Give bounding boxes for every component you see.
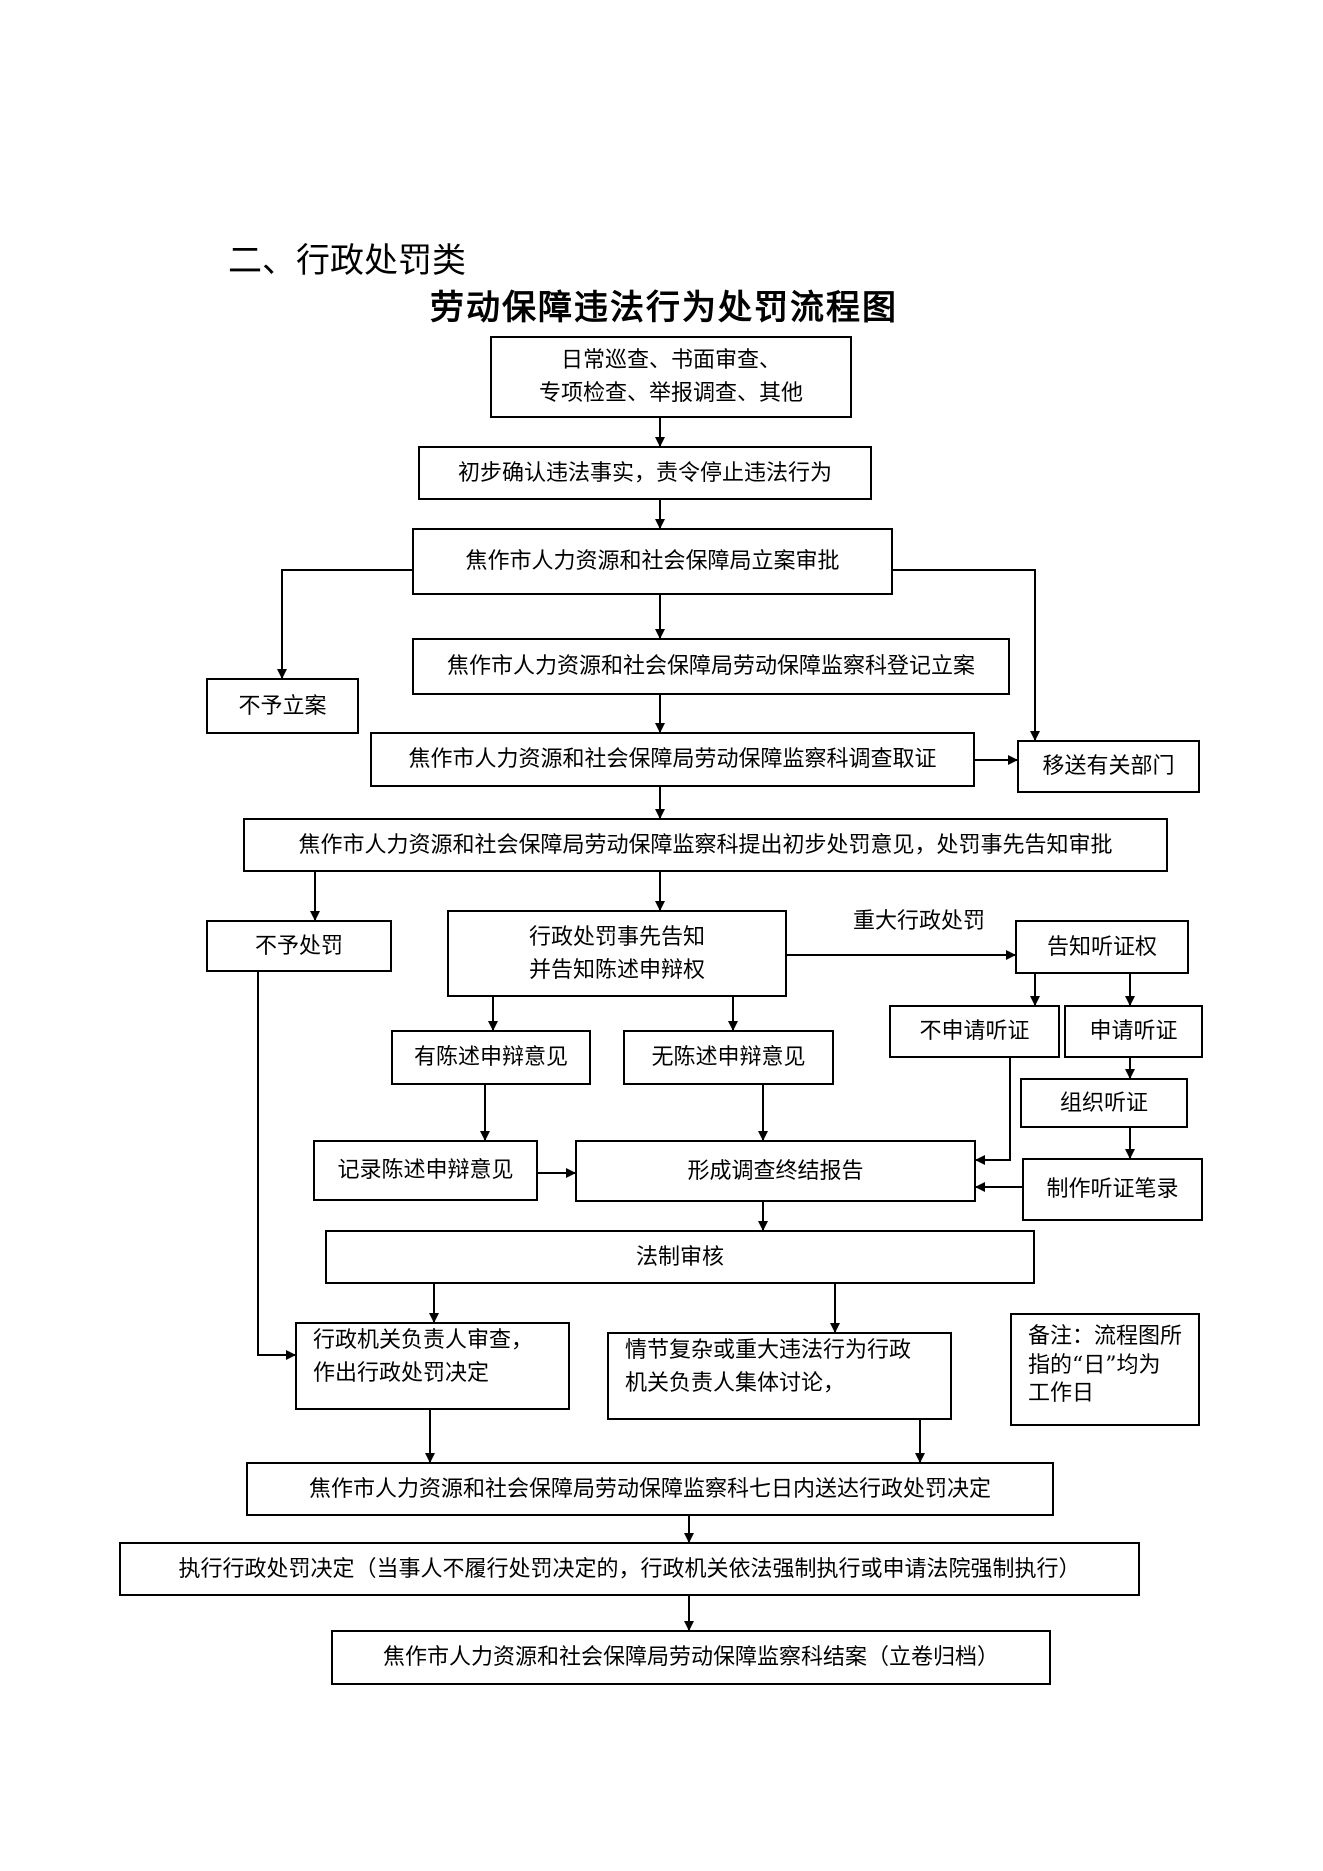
box-hearing-request: 申请听证 <box>1064 1005 1203 1058</box>
box-register-case: 焦作市人力资源和社会保障局劳动保障监察科登记立案 <box>412 638 1010 695</box>
note-line-1: 备注：流程图所 <box>1028 1324 1183 1349</box>
box-close-case: 焦作市人力资源和社会保障局劳动保障监察科结案（立卷归档） <box>331 1630 1051 1685</box>
box-inspection-sources-line-1: 日常巡查、书面审查、 <box>560 348 781 373</box>
box-collective-discussion: 情节复杂或重大违法行为行政 机关负责人集体讨论， <box>607 1332 952 1420</box>
box-head-review-line-1: 行政机关负责人审查， <box>313 1328 534 1353</box>
arrow-no-request-to-report <box>975 1058 1011 1165</box>
note-box: 备注：流程图所 指的“日”均为 工作日 <box>1010 1313 1200 1426</box>
box-investigate: 焦作市人力资源和社会保障局劳动保障监察科调查取证 <box>370 732 975 787</box>
box-organize-hearing: 组织听证 <box>1020 1078 1188 1128</box>
box-no-case: 不予立案 <box>206 678 359 734</box>
arrow-approve-to-transfer <box>893 569 1040 741</box>
box-legal-review: 法制审核 <box>325 1230 1035 1284</box>
box-prior-notice-line-2: 并告知陈述申辩权 <box>528 957 705 983</box>
label-major-penalty: 重大行政处罚 <box>853 909 986 934</box>
box-initial-opinion: 焦作市人力资源和社会保障局劳动保障监察科提出初步处罚意见，处罚事先告知审批 <box>243 818 1168 872</box>
note-line-2: 指的“日”均为 <box>1028 1352 1161 1378</box>
box-transfer: 移送有关部门 <box>1017 740 1200 793</box>
note-line-3: 工作日 <box>1028 1381 1095 1407</box>
box-prior-notice-line-1: 行政处罚事先告知 <box>528 924 705 950</box>
box-collective-discussion-line-1: 情节复杂或重大违法行为行政 <box>625 1338 912 1363</box>
box-has-defense: 有陈述申辩意见 <box>391 1030 591 1085</box>
diagram-title: 劳动保障违法行为处罚流程图 <box>430 288 898 328</box>
box-prior-notice: 行政处罚事先告知 并告知陈述申辩权 <box>447 910 787 997</box>
box-hearing-notice: 告知听证权 <box>1015 920 1189 974</box>
box-head-review-line-2: 作出行政处罚决定 <box>313 1361 490 1386</box>
box-hearing-minutes: 制作听证笔录 <box>1022 1158 1203 1221</box>
box-inspection-sources: 日常巡查、书面审查、 专项检查、举报调查、其他 <box>490 336 852 418</box>
box-no-penalty: 不予处罚 <box>206 920 392 972</box>
box-case-approval: 焦作市人力资源和社会保障局立案审批 <box>412 528 893 595</box>
arrow-no-penalty-to-head-review <box>257 972 296 1360</box>
box-execute-decision: 执行行政处罚决定（当事人不履行处罚决定的，行政机关依法强制执行或申请法院强制执行… <box>119 1542 1140 1596</box>
box-confirm-violation: 初步确认违法事实，责令停止违法行为 <box>418 446 872 500</box>
box-record-defense: 记录陈述申辩意见 <box>313 1140 538 1201</box>
box-no-defense: 无陈述申辩意见 <box>623 1030 834 1085</box>
box-no-hearing-request: 不申请听证 <box>889 1005 1060 1058</box>
box-inspection-sources-line-2: 专项检查、举报调查、其他 <box>538 381 803 406</box>
arrow-approve-to-no-case <box>277 569 413 679</box>
section-heading: 二、行政处罚类 <box>228 241 466 281</box>
box-head-review: 行政机关负责人审查， 作出行政处罚决定 <box>295 1322 570 1410</box>
box-final-report: 形成调查终结报告 <box>575 1140 976 1202</box>
box-collective-discussion-line-2: 机关负责人集体讨论， <box>625 1371 846 1396</box>
box-deliver-decision: 焦作市人力资源和社会保障局劳动保障监察科七日内送达行政处罚决定 <box>246 1462 1054 1516</box>
